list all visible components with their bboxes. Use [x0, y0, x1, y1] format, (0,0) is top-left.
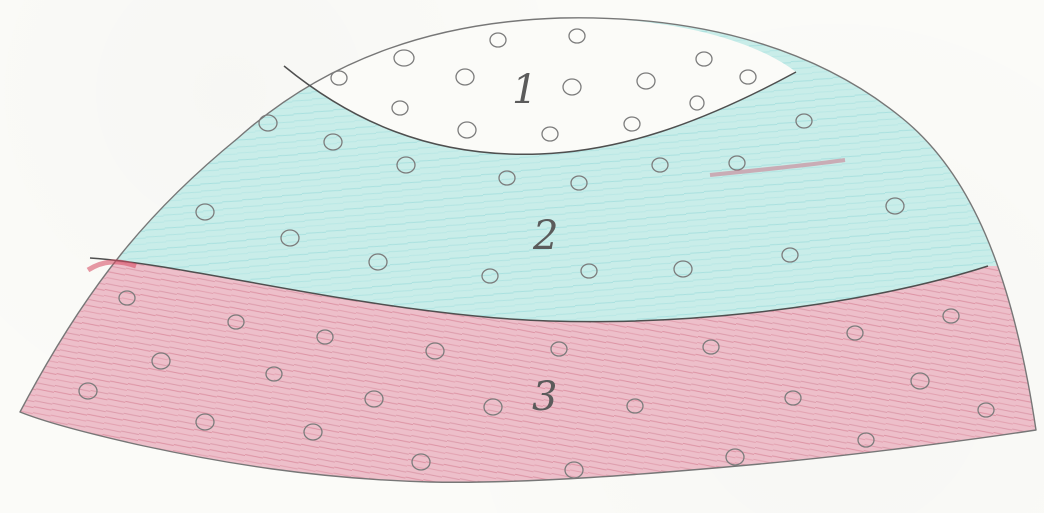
layer-3-label: 3	[532, 374, 558, 420]
layer-2-label: 2	[532, 213, 559, 259]
layer-1-label: 1	[512, 67, 538, 113]
